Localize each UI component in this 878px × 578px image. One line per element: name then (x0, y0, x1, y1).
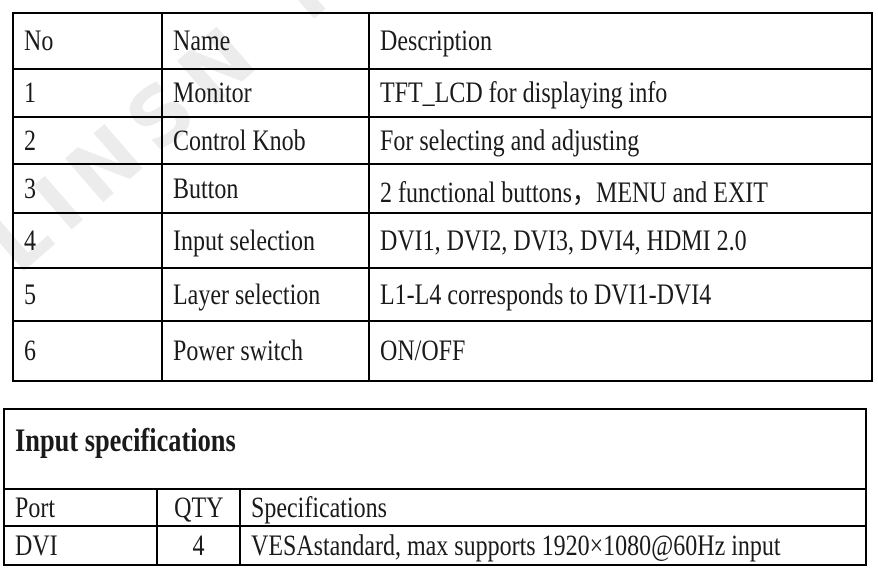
cell-description: 2 functional buttons，MENU and EXIT (368, 163, 873, 214)
header-specifications-label: Specifications (251, 490, 387, 524)
header-cell-qty: QTY (156, 488, 241, 527)
cell-text: DVI1, DVI2, DVI3, DVI4, HDMI 2.0 (380, 223, 747, 257)
cell-text: DVI (15, 528, 58, 562)
cell-name: Power switch (161, 320, 370, 382)
cell-no: 1 (12, 68, 163, 118)
cell-text: L1-L4 corresponds to DVI1-DVI4 (380, 277, 712, 311)
cell-text: 4 (24, 223, 36, 257)
cell-text: Input selection (173, 223, 315, 257)
cell-text: TFT_LCD for displaying info (380, 76, 668, 109)
cell-name: Layer selection (161, 267, 370, 322)
header-no-label: No (24, 24, 54, 57)
table-row: 4 Input selection DVI1, DVI2, DVI3, DVI4… (12, 212, 873, 269)
cell-text: ON/OFF (380, 334, 466, 367)
cell-text: Layer selection (173, 277, 321, 311)
cell-no: 4 (12, 212, 163, 269)
table-row: 6 Power switch ON/OFF (12, 320, 873, 382)
header-name-label: Name (173, 24, 231, 57)
cell-port: DVI (3, 525, 158, 566)
cell-no: 5 (12, 267, 163, 322)
cell-name: Button (161, 163, 370, 214)
table-row: 3 Button 2 functional buttons，MENU and E… (12, 163, 873, 214)
input-spec-table-container: Input specifications Port QTY Specificat… (3, 408, 867, 566)
cell-text: 3 (24, 171, 36, 205)
cell-text: 4 (192, 528, 205, 562)
cell-text: Control Knob (173, 123, 306, 157)
parts-header-row: No Name Description (12, 12, 873, 70)
table-row: 1 Monitor TFT_LCD for displaying info (12, 68, 873, 118)
header-cell-no: No (12, 12, 163, 70)
cell-name: Control Knob (161, 116, 370, 165)
cell-text: 2 functional buttons，MENU and EXIT (380, 175, 768, 209)
parts-table: No Name Description 1 Monitor TFT_LCD fo… (12, 12, 873, 382)
cell-specifications: VESAstandard, max supports 1920×1080@60H… (239, 525, 867, 566)
cell-no: 3 (12, 163, 163, 214)
cell-no: 2 (12, 116, 163, 165)
cell-name: Input selection (161, 212, 370, 269)
input-spec-header-row: Port QTY Specifications (3, 488, 867, 527)
input-spec-title-cell: Input specifications (3, 408, 867, 490)
header-cell-specifications: Specifications (239, 488, 867, 527)
header-qty-label: QTY (173, 490, 224, 524)
cell-text: Monitor (173, 76, 252, 109)
header-description-label: Description (380, 24, 492, 57)
table-row: DVI 4 VESAstandard, max supports 1920×10… (3, 525, 867, 566)
cell-description: ON/OFF (368, 320, 873, 382)
cell-text: For selecting and adjusting (380, 123, 640, 157)
cell-qty: 4 (156, 525, 241, 566)
cell-text: Button (173, 171, 239, 205)
header-cell-port: Port (3, 488, 158, 527)
header-port-label: Port (15, 490, 56, 524)
cell-text: 6 (24, 334, 36, 367)
table-row: 5 Layer selection L1-L4 corresponds to D… (12, 267, 873, 322)
cell-text: 1 (24, 76, 36, 109)
header-cell-name: Name (161, 12, 370, 70)
cell-description: TFT_LCD for displaying info (368, 68, 873, 118)
cell-no: 6 (12, 320, 163, 382)
parts-table-container: No Name Description 1 Monitor TFT_LCD fo… (12, 12, 873, 382)
header-cell-description: Description (368, 12, 873, 70)
cell-description: DVI1, DVI2, DVI3, DVI4, HDMI 2.0 (368, 212, 873, 269)
cell-description: L1-L4 corresponds to DVI1-DVI4 (368, 267, 873, 322)
cell-text: Power switch (173, 334, 303, 367)
cell-description: For selecting and adjusting (368, 116, 873, 165)
cell-name: Monitor (161, 68, 370, 118)
table-row: 2 Control Knob For selecting and adjusti… (12, 116, 873, 165)
input-spec-table: Input specifications Port QTY Specificat… (3, 408, 867, 566)
cell-text: 2 (24, 123, 36, 157)
cell-text: 5 (24, 277, 36, 311)
input-spec-title: Input specifications (15, 422, 236, 459)
input-spec-title-row: Input specifications (3, 408, 867, 490)
cell-text: VESAstandard, max supports 1920×1080@60H… (251, 528, 781, 562)
